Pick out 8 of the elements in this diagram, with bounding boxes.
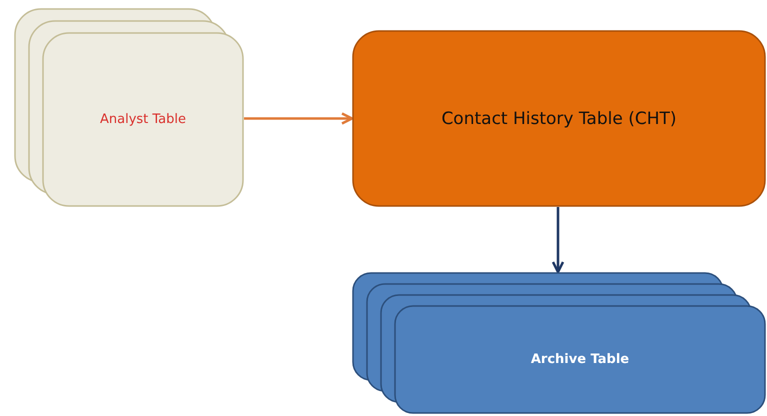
process-box	[352, 30, 766, 207]
node-label: Archive Table	[530, 352, 630, 367]
node-label: Contact History Table (CHT)	[441, 108, 677, 128]
stacked-table-card	[14, 8, 244, 207]
stacked-table-card	[352, 272, 766, 414]
arrow	[244, 112, 354, 125]
node-label: Analyst Table	[100, 112, 186, 127]
arrow	[552, 207, 564, 274]
